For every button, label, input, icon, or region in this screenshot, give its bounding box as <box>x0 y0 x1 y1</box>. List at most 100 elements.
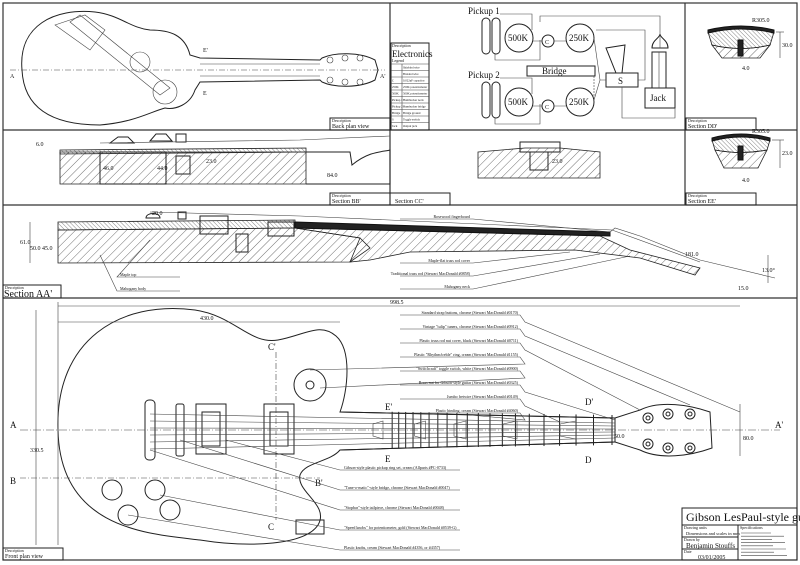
electronics-code: Pickup 1 <box>392 98 403 102</box>
dimensions-aa-thick: 15.0 <box>738 286 749 292</box>
views-box-header: Description <box>5 285 24 290</box>
title-block-units-value: Dimensions and scales in mm <box>686 531 740 536</box>
section-mark-a: A <box>10 420 17 430</box>
electronics-code: Jack <box>392 124 398 128</box>
views-section-ee: Section EE' <box>688 199 716 205</box>
section-mark-b-prime: B' <box>315 478 323 488</box>
pot-250k-1: 250K <box>569 33 590 43</box>
callout-label: Gibson-style plastic pickup ring set, cr… <box>344 465 447 471</box>
front-callouts-right: Standard strap buttons, chrome (Stewart … <box>309 310 741 423</box>
section-mark-a: A <box>10 74 15 80</box>
electronics-code: Pickup 2 <box>392 105 403 109</box>
dimensions-ee-radius: R305.0 <box>752 129 770 135</box>
views-back-plan: Back plan view <box>332 124 370 130</box>
callout-label: Plastic truss rod nut cover, black (Stew… <box>419 338 518 344</box>
section-mark-e-prime: E' <box>203 48 208 54</box>
section-mark-c: C <box>268 522 274 532</box>
section-cc-view: 23.0 Description Section BB' Section CC' <box>329 141 601 206</box>
section-mark-a-prime: A' <box>380 74 385 80</box>
back-plan-view: A A' E' E Description Back plan view <box>10 10 391 131</box>
views-box-header: Description <box>332 193 351 198</box>
electronics-code: C <box>392 79 394 83</box>
views-section-dd: Section DD' <box>688 124 717 130</box>
tuner-peg <box>662 408 674 420</box>
pot-500k-2: 500K <box>508 97 529 107</box>
jack-label: Jack <box>650 93 666 103</box>
knob <box>144 479 166 501</box>
title-block: Gibson LesPaul-style guitar Drawing unit… <box>681 507 800 561</box>
tuner-peg <box>684 442 696 454</box>
dimensions-aa-side: 45.0 <box>42 246 53 252</box>
section-bb-view: 6.0 46.0 44.0 23.0 84.0 <box>36 133 391 185</box>
callout-label: Mahogany body <box>120 286 146 291</box>
section-aa-title-box: Description Section AA' <box>2 284 62 300</box>
drawing-date: 03/01/2005 <box>698 555 725 561</box>
electronics-desc: Shielded wire <box>403 66 420 70</box>
section-mark-e-prime: E' <box>385 402 392 412</box>
views-box-header: Description <box>688 118 707 123</box>
knob <box>159 499 181 521</box>
dimensions-front-head: 80.0 <box>743 436 754 442</box>
title-block-date-header: Date <box>684 549 692 554</box>
dimensions-ee-height: 23.0 <box>782 151 793 157</box>
electronics-desc: Output jack <box>403 124 418 128</box>
electronics-table: Description Electronics Legend Shielded … <box>390 42 433 131</box>
section-dd-title-box: Description Section DD' <box>685 117 757 131</box>
dimensions-bb-top: 6.0 <box>36 142 44 148</box>
toggle-switch-ring <box>293 368 327 402</box>
electronics-title: Electronics <box>392 49 433 59</box>
callout-label: Standard strap buttons, chrome (Stewart … <box>421 310 518 316</box>
dimensions-aa-body: 50.0 <box>30 246 41 252</box>
title-block-drawn-by-header: Drawn by <box>684 537 700 542</box>
string <box>149 420 616 427</box>
fret-inlay <box>453 420 467 440</box>
fret-inlay <box>414 420 426 440</box>
callout-label: Plastic binding, cream (Stewart MacDonal… <box>436 408 519 414</box>
electronics-desc: Bridge ground <box>403 111 421 115</box>
views-box-header: Description <box>332 118 351 123</box>
dimensions-dd-height: 30.0 <box>782 43 793 49</box>
dimensions-aa-head: 181.0 <box>685 252 699 258</box>
callout-label: Traditional truss rod (Stewart MacDonald… <box>391 271 471 276</box>
section-mark-c-prime: C' <box>268 342 276 352</box>
front-plan-title-box: Description Front plan view <box>2 547 64 561</box>
views-section-aa: Section AA' <box>4 289 52 300</box>
title-block-specs-header: Specifications <box>740 525 763 530</box>
callout-label: "Speed knobs" for potentiometer, gold (S… <box>344 525 457 531</box>
dimensions-front-length: 998.5 <box>390 300 404 306</box>
dimensions-aa-bridge: 20.0 <box>152 211 163 217</box>
dimensions-aa-total: 61.0 <box>20 240 31 246</box>
electronics-desc: 250K potentiometer <box>403 85 427 89</box>
pickup-2-label: Pickup 2 <box>468 70 500 80</box>
fret-inlay <box>502 420 518 440</box>
views-section-cc: Section CC' <box>395 199 424 205</box>
wiring-diagram: Pickup 1 Pickup 2 500K 500K C C 250K 250… <box>468 6 676 125</box>
callout-label: "Tune-o-matic"-style bridge, chrome (Ste… <box>344 485 450 491</box>
electronics-header: Description <box>392 43 411 48</box>
section-cc-title-box: Description Section BB' Section CC' <box>329 192 451 206</box>
tuner-peg <box>662 442 674 454</box>
string <box>149 434 616 443</box>
knob <box>101 479 123 501</box>
string <box>149 413 616 424</box>
tuner-peg <box>642 438 654 450</box>
section-ee-title-box: Description Section EE' <box>685 192 757 206</box>
callout-label: Plastic "Rhythm/treble" ring, cream (Ste… <box>414 352 519 358</box>
capacitor-1: C <box>545 40 549 46</box>
dimensions-aa-angle: 13.0° <box>762 267 776 274</box>
knob <box>117 504 139 526</box>
string <box>149 437 616 450</box>
switch-label: S <box>618 76 623 86</box>
callout-label: Vintage "tulip" tuners, chrome (Stewart … <box>422 324 518 330</box>
section-mark-b: B <box>10 476 16 486</box>
dimensions-bb-depth: 23.0 <box>206 159 217 165</box>
section-ee-view: 23.0 R305.0 4.0 Description Section EE' <box>685 129 793 206</box>
section-aa-view: 61.0 50.0 45.0 20.0 181.0 13.0° 15.0 Map… <box>2 211 776 300</box>
callout-label: "Stopbar"-style tailpiece, chrome (Stewa… <box>344 505 445 511</box>
electronics-code: 500K <box>392 92 400 96</box>
dimensions-dd-bottom: 4.0 <box>742 66 750 72</box>
views-box-header: Description <box>5 548 24 553</box>
electronics-legend-header: Legend <box>392 58 404 63</box>
callout-label: Maple-flat truss rod cover <box>428 258 470 263</box>
